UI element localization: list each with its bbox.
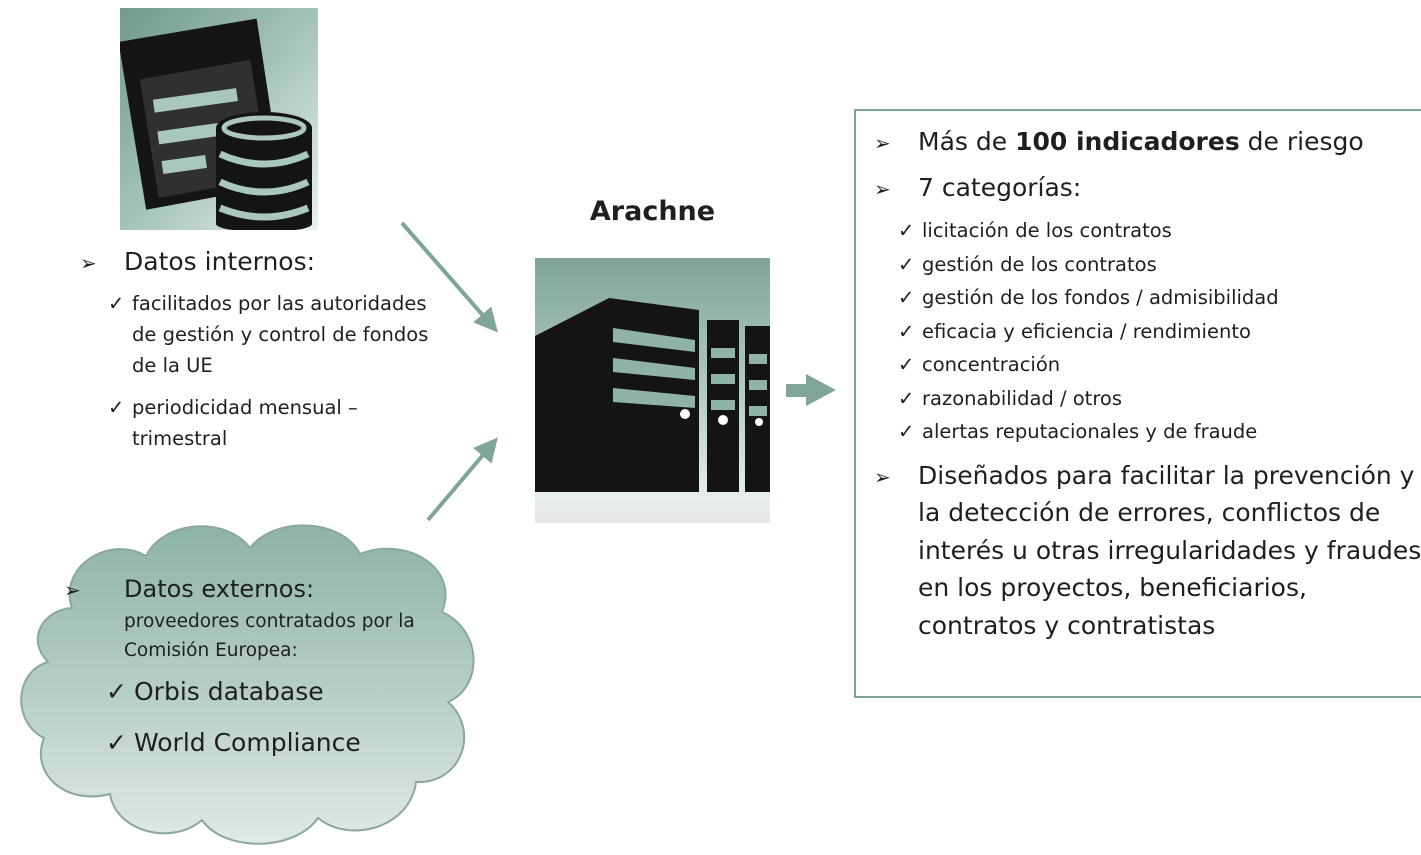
- category-item: ✓concentración: [898, 348, 1421, 382]
- check-icon: ✓: [108, 396, 125, 419]
- document-database-icon: [120, 8, 318, 230]
- external-data-block: ➢ Datos externos: proveedores contratado…: [64, 572, 444, 777]
- category-item: ✓gestión de los contratos: [898, 248, 1421, 282]
- category-item: ✓gestión de los fondos / admisibilidad: [898, 281, 1421, 315]
- indicators-panel: ➢ Más de 100 indicadores de riesgo ➢ 7 c…: [854, 109, 1421, 698]
- external-sources: ✓ Orbis database ✓ World Compliance: [106, 675, 444, 760]
- category-item: ✓alertas reputacionales y de fraude: [898, 415, 1421, 449]
- category-item: ✓licitación de los contratos: [898, 214, 1421, 248]
- check-icon: ✓: [106, 677, 127, 706]
- internal-heading-row: ➢ Datos internos:: [80, 245, 460, 280]
- panel-line-purpose: ➢ Diseñados para facilitar la prevención…: [874, 460, 1421, 640]
- arachne-title: Arachne: [589, 196, 716, 227]
- check-icon: ✓: [898, 219, 915, 242]
- internal-items: ✓ facilitados por las autoridades de ges…: [108, 288, 460, 454]
- category-list: ✓licitación de los contratos ✓gestión de…: [898, 214, 1421, 449]
- external-source: ✓ World Compliance: [106, 726, 444, 760]
- external-description: proveedores contratados por la Comisión …: [124, 611, 415, 661]
- category-item: ✓eficacia y eficiencia / rendimiento: [898, 315, 1421, 349]
- check-icon: ✓: [898, 319, 915, 343]
- internal-data-block: ➢ Datos internos: ✓ facilitados por las …: [80, 245, 460, 465]
- external-heading: Datos externos:: [124, 575, 315, 603]
- category-item: ✓razonabilidad / otros: [898, 382, 1421, 416]
- external-source: ✓ Orbis database: [106, 675, 444, 709]
- check-icon: ✓: [898, 420, 915, 443]
- panel-line-indicators: ➢ Más de 100 indicadores de riesgo: [874, 125, 1421, 160]
- internal-item: ✓ periodicidad mensual – trimestral: [108, 392, 460, 454]
- external-data-cloud: [20, 524, 475, 845]
- internal-item: ✓ facilitados por las autoridades de ges…: [108, 288, 460, 381]
- arrowhead-bullet-icon: ➢: [874, 177, 891, 201]
- internal-heading: Datos internos:: [124, 247, 316, 276]
- check-icon: ✓: [108, 292, 125, 315]
- indicators-count: 100 indicadores: [1015, 127, 1240, 156]
- arrow-arachne-to-panel: [786, 374, 836, 406]
- panel-line-categories: ➢ 7 categorías:: [874, 171, 1421, 206]
- arrowhead-bullet-icon: ➢: [874, 464, 891, 489]
- arrowhead-bullet-icon: ➢: [64, 578, 81, 602]
- check-icon: ✓: [898, 386, 915, 410]
- check-icon: ✓: [898, 252, 915, 276]
- check-icon: ✓: [106, 728, 127, 757]
- check-icon: ✓: [898, 353, 915, 376]
- arrowhead-bullet-icon: ➢: [80, 251, 97, 275]
- arrowhead-bullet-icon: ➢: [874, 131, 891, 155]
- external-heading-row: ➢ Datos externos:: [64, 572, 444, 607]
- building-icon: [535, 258, 770, 523]
- check-icon: ✓: [898, 286, 915, 309]
